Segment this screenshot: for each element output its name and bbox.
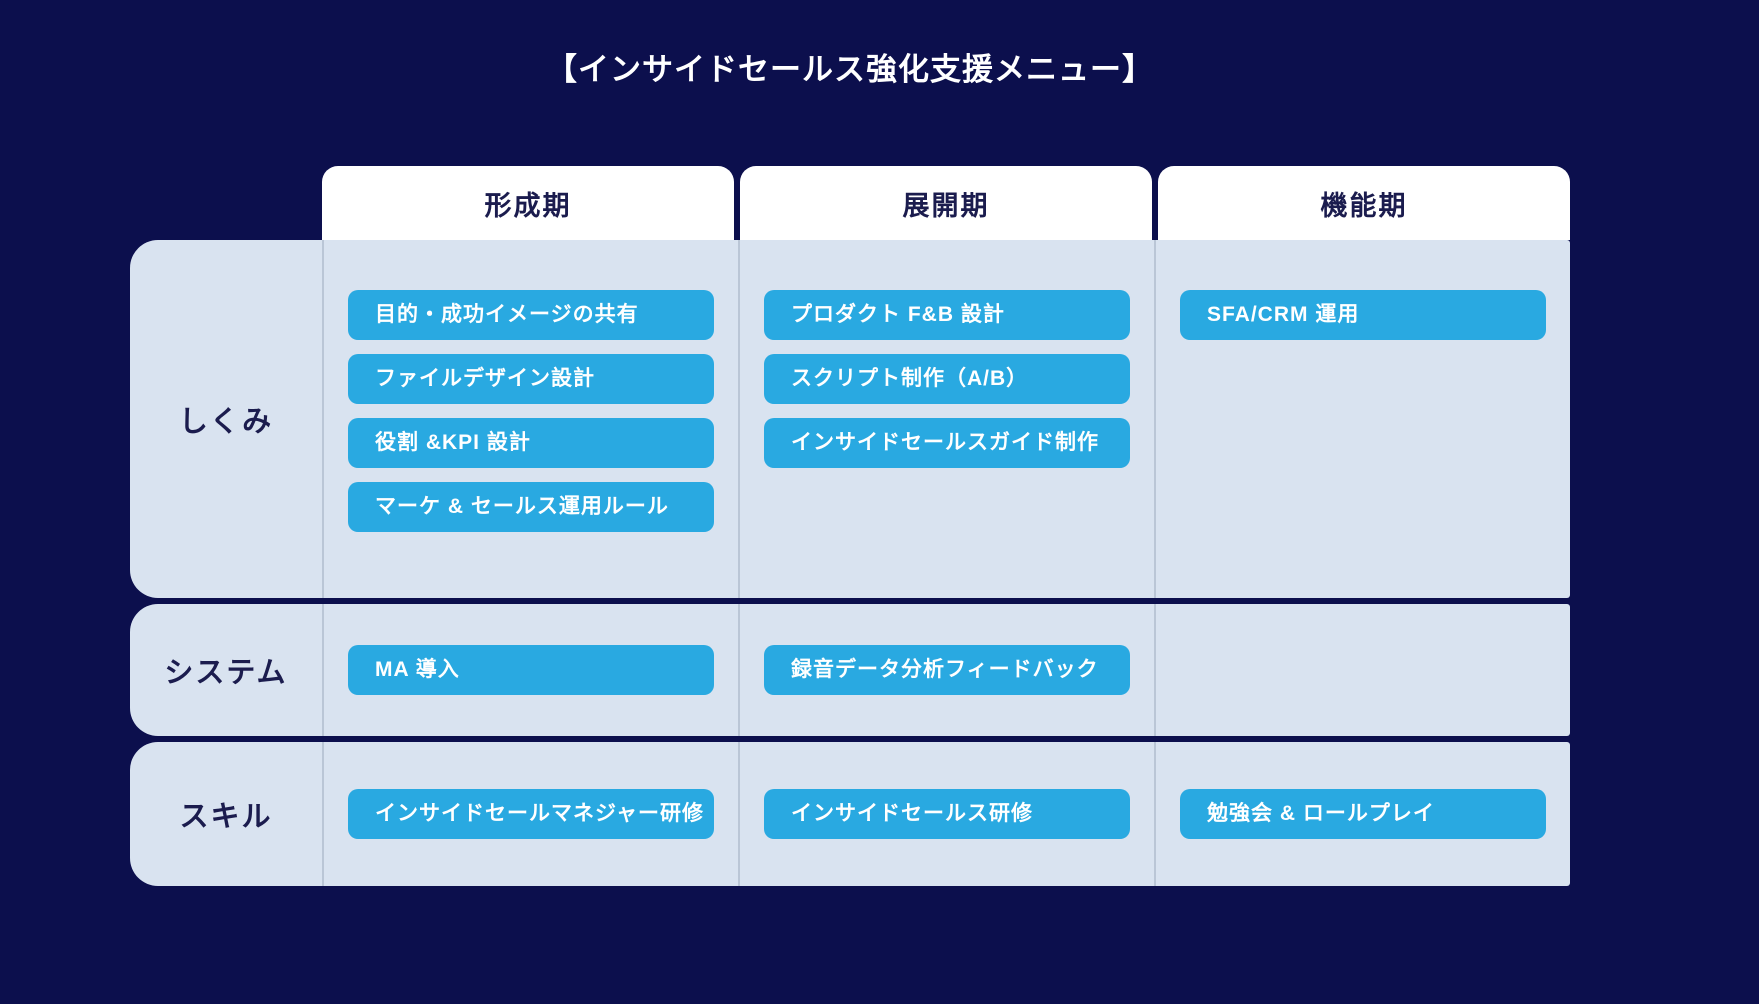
- menu-item-pill: 役割 &KPI 設計: [348, 418, 714, 468]
- cell-system-expansion: 録音データ分析フィードバック: [738, 604, 1154, 736]
- table-row-shikumi: しくみ 目的・成功イメージの共有ファイルデザイン設計役割 &KPI 設計マーケ …: [130, 240, 1570, 598]
- cell-shikumi-function: SFA/CRM 運用: [1154, 240, 1570, 598]
- row-label-skill: スキル: [179, 801, 273, 833]
- support-menu-table: 形成期 展開期 機能期 しくみ 目的・成功イメージの共有ファイルデザイン設計役割…: [130, 166, 1570, 886]
- cell-skill-expansion: インサイドセールス研修: [738, 742, 1154, 886]
- menu-item-pill: プロダクト F&B 設計: [764, 290, 1130, 340]
- menu-item-pill: ファイルデザイン設計: [348, 354, 714, 404]
- column-header-function: 機能期: [1158, 166, 1570, 240]
- cell-system-function: [1154, 604, 1570, 736]
- table-body: しくみ 目的・成功イメージの共有ファイルデザイン設計役割 &KPI 設計マーケ …: [130, 240, 1570, 886]
- row-label-shikumi: しくみ: [178, 406, 274, 438]
- table-row-system: システム MA 導入 録音データ分析フィードバック: [130, 604, 1570, 736]
- cell-shikumi-expansion: プロダクト F&B 設計スクリプト制作（A/B） インサイドセールスガイド制作: [738, 240, 1154, 598]
- menu-item-pill: 録音データ分析フィードバック: [764, 645, 1130, 695]
- menu-item-pill: 目的・成功イメージの共有: [348, 290, 714, 340]
- column-header-formation: 形成期: [322, 166, 734, 240]
- column-header-expansion: 展開期: [740, 166, 1152, 240]
- menu-item-pill: インサイドセールス研修: [764, 789, 1130, 839]
- cell-shikumi-formation: 目的・成功イメージの共有ファイルデザイン設計役割 &KPI 設計マーケ & セー…: [322, 240, 738, 598]
- cell-skill-function: 勉強会 & ロールプレイ: [1154, 742, 1570, 886]
- cell-skill-formation: インサイドセールマネジャー研修: [322, 742, 738, 886]
- menu-item-pill: インサイドセールスガイド制作: [764, 418, 1130, 468]
- table-header-row: 形成期 展開期 機能期: [322, 166, 1570, 240]
- table-row-skill: スキル インサイドセールマネジャー研修 インサイドセールス研修 勉強会 & ロー…: [130, 742, 1570, 886]
- menu-item-pill: マーケ & セールス運用ルール: [348, 482, 714, 532]
- row-label-system: システム: [164, 657, 288, 689]
- menu-item-pill: インサイドセールマネジャー研修: [348, 789, 714, 839]
- menu-item-pill: 勉強会 & ロールプレイ: [1180, 789, 1546, 839]
- menu-item-pill: スクリプト制作（A/B）: [764, 354, 1130, 404]
- menu-item-pill: SFA/CRM 運用: [1180, 290, 1546, 340]
- page-title: 【インサイドセールス強化支援メニュー】: [546, 52, 1154, 87]
- cell-system-formation: MA 導入: [322, 604, 738, 736]
- menu-item-pill: MA 導入: [348, 645, 714, 695]
